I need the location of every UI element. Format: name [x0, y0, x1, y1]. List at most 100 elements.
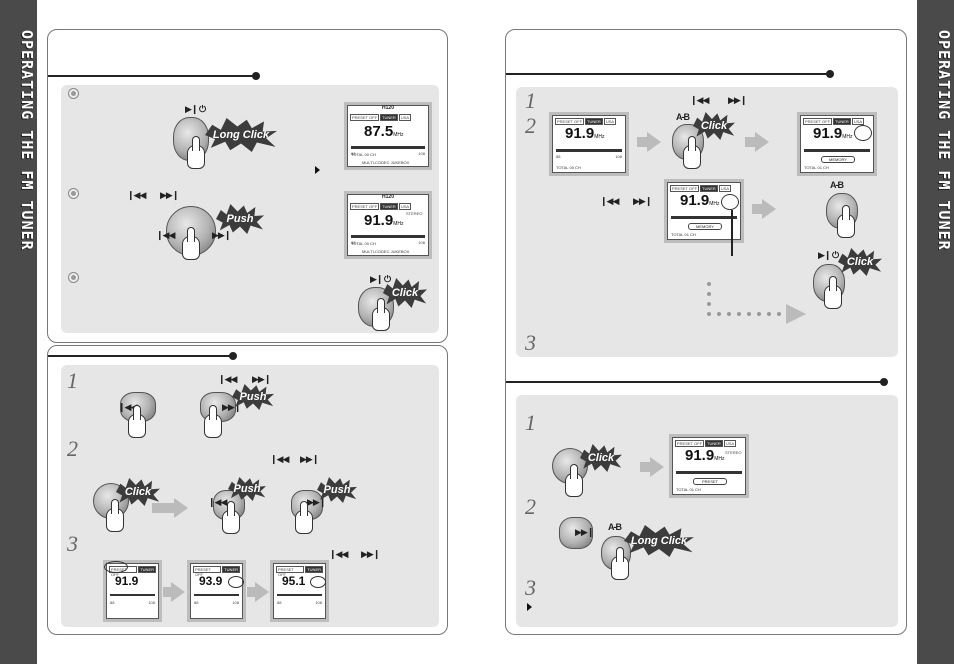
- flow-arrow-head: [174, 498, 188, 518]
- flow-arrow: [637, 137, 647, 147]
- pointer-line: [731, 210, 733, 256]
- bullet-1: [69, 89, 78, 98]
- lcd-total: TOTAL 01 CH: [676, 487, 701, 492]
- lcd-frequency: 91.9: [685, 447, 715, 464]
- lcd-frequency: 91.9: [115, 574, 139, 588]
- lcd-mhz: MHz: [842, 134, 853, 140]
- highlight-circle: [228, 576, 244, 588]
- hand-icon: [204, 405, 222, 438]
- lcd-total: TOTAL 00 CH: [351, 241, 376, 246]
- forward-symbol: ▶▶❙: [252, 374, 271, 384]
- lcd-tuning-bar: [110, 594, 155, 596]
- lcd-tab: PRESET OFF: [675, 440, 705, 447]
- hand-icon: [187, 136, 205, 169]
- flow-dot: [767, 312, 771, 316]
- lcd-total: TOTAL 01 CH: [671, 232, 696, 237]
- forward-button: [559, 517, 593, 549]
- lcd-total: TOTAL 00 CH: [351, 152, 376, 157]
- lcd-mhz: MHz: [393, 221, 404, 227]
- forward-symbol: ▶▶❙: [300, 454, 319, 464]
- burst-label: Click: [587, 452, 615, 464]
- flow-arrow: [745, 137, 755, 147]
- lcd-scale-min: 88: [351, 240, 356, 245]
- burst-label: Push: [239, 391, 267, 403]
- rewind-symbol: ❙◀◀: [270, 454, 289, 464]
- forward-symbol-btn: ▶▶❙: [307, 497, 326, 507]
- hand-icon: [837, 205, 855, 238]
- lcd-tab: USA: [603, 118, 617, 125]
- step-number: 1: [525, 88, 536, 113]
- burst-label: Push: [233, 483, 261, 495]
- rewind-symbol: ❙◀◀: [218, 374, 237, 384]
- forward-symbol: ▶▶❙: [633, 196, 652, 206]
- flow-dot: [737, 312, 741, 316]
- rewind-symbol: ❙◀◀: [690, 95, 709, 105]
- flow-dot: [707, 312, 711, 316]
- flow-dot: [727, 312, 731, 316]
- burst-label: Click: [700, 120, 728, 132]
- forward-symbol-btn: ▶▶❙: [222, 402, 241, 412]
- rewind-symbol-btn: ❙◀◀: [118, 402, 137, 412]
- lcd-frequency: 93.9: [199, 574, 223, 588]
- ab-symbol: A-B: [608, 522, 622, 532]
- flow-arrow-head: [255, 582, 269, 602]
- section-rule: [506, 381, 884, 383]
- burst-label: Click: [391, 287, 419, 299]
- section-rule-dot: [252, 72, 260, 80]
- flow-dot: [707, 282, 711, 286]
- flow-dot: [717, 312, 721, 316]
- hand-icon: [565, 464, 583, 497]
- forward-symbol: ▶▶❙: [728, 95, 747, 105]
- flow-arrow: [752, 204, 762, 214]
- flow-arrow-head: [755, 132, 769, 152]
- lcd-tuning-bar: [351, 146, 425, 149]
- lcd-stereo: STEREO: [406, 211, 423, 216]
- lcd-tab: PRESET OFF: [276, 566, 305, 577]
- highlight-circle: [310, 576, 326, 588]
- rewind-symbol: ❙◀◀: [329, 549, 348, 559]
- hand-icon: [295, 501, 313, 534]
- lcd-scale-min: 88: [194, 600, 199, 605]
- play-power-symbol: ▶❙ ⏻: [185, 104, 206, 114]
- flow-dot: [707, 302, 711, 306]
- step-number: 3: [525, 575, 536, 600]
- lcd-tab: PRESET OFF: [193, 566, 222, 577]
- note-arrow-icon: [315, 166, 320, 174]
- flow-dot: [747, 312, 751, 316]
- lcd-frequency: 87.5: [364, 123, 394, 140]
- bullet-3: [69, 273, 78, 282]
- lcd-tuning-bar: [351, 235, 425, 238]
- lcd-tab: USA: [398, 203, 412, 210]
- lcd-scale-max: 108: [315, 600, 322, 605]
- lcd-frequency: 91.9: [680, 192, 710, 209]
- section-rule-dot: [229, 352, 237, 360]
- lcd-tuning-bar: [194, 594, 239, 596]
- lcd-tab: TUNER: [833, 118, 851, 125]
- step-number: 1: [67, 368, 78, 393]
- hand-icon: [372, 298, 390, 331]
- lcd-tab: TUNER: [380, 203, 398, 210]
- flow-arrow: [640, 462, 650, 472]
- step-number: 3: [67, 531, 78, 556]
- burst-label: Push: [323, 484, 351, 496]
- lcd-scale-max: 108: [418, 151, 425, 156]
- lcd-frequency: 91.9: [565, 125, 595, 142]
- lcd-mhz: MHz: [709, 201, 720, 207]
- lcd-tab: PRESET OFF: [555, 118, 585, 125]
- lcd-tab: TUNER: [705, 440, 723, 447]
- lcd-tab: TUNER: [305, 566, 323, 573]
- lcd-tuning-bar: [804, 149, 870, 152]
- lcd-tab: PRESET OFF: [350, 203, 380, 210]
- lcd-tab: TUNER: [700, 185, 718, 192]
- highlight-circle: [721, 194, 739, 210]
- step-number: 2: [525, 113, 536, 138]
